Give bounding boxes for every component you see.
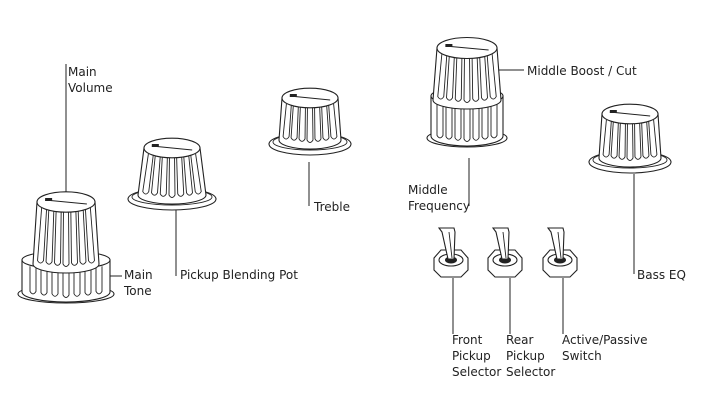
label-main-volume: Main Volume bbox=[68, 65, 113, 95]
label-front-pickup-selector: Front Pickup Selector bbox=[452, 333, 502, 379]
knob-main-volume bbox=[17, 191, 115, 304]
label-middle-boost-cut: Middle Boost / Cut bbox=[527, 64, 637, 78]
label-rear-pickup-selector: Rear Pickup Selector bbox=[506, 333, 556, 379]
knob-treble bbox=[268, 87, 352, 156]
label-main-tone: Main Tone bbox=[124, 268, 153, 298]
label-pickup-blending-pot: Pickup Blending Pot bbox=[180, 268, 298, 282]
label-middle-frequency: Middle Frequency bbox=[408, 183, 470, 213]
toggle-rear-pickup-selector bbox=[487, 227, 523, 278]
label-active-passive-switch: Active/Passive Switch bbox=[562, 333, 648, 363]
knob-pickup-blending-pot bbox=[127, 137, 217, 211]
toggle-active-passive-switch bbox=[542, 227, 578, 278]
knob-middle-boost-cut bbox=[426, 36, 508, 148]
label-treble: Treble bbox=[314, 200, 350, 214]
label-bass-eq: Bass EQ bbox=[637, 268, 686, 282]
knob-bass-eq bbox=[588, 103, 672, 174]
toggle-front-pickup-selector bbox=[433, 227, 469, 278]
